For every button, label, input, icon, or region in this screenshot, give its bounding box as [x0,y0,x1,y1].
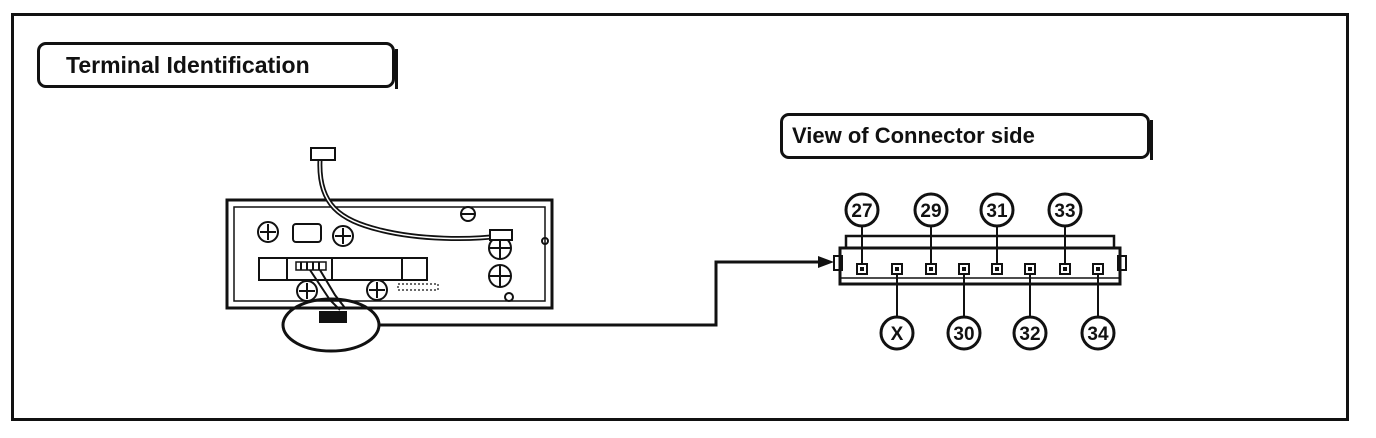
screw-icon [332,225,354,247]
connector-view-box: View of Connector side [780,113,1153,160]
connector-side-view [833,226,1127,316]
title-box: Terminal Identification [37,42,398,89]
pin-callout: 33 [1047,192,1083,228]
pin-label: 27 [851,201,872,222]
cable-plug [310,147,336,161]
connector-latch-left [833,255,843,271]
leader-arrow [379,256,834,327]
pin-label: 30 [953,324,974,345]
pin-label: 29 [920,201,941,222]
title-box-shadow [395,49,398,89]
diagram-frame [11,13,1349,421]
pin-label: X [891,324,904,345]
panel-outline [225,198,554,310]
slot-strip [258,257,428,281]
screw-icon [460,206,476,222]
cable-socket [489,229,513,241]
pin-callout: 31 [979,192,1015,228]
pin-label: 34 [1087,324,1109,345]
screw-icon [366,279,388,301]
connector-view-label: View of Connector side [792,123,1035,148]
connector-body [838,246,1122,286]
pin-callout: 34 [1080,315,1116,351]
pin-callout: 32 [1012,315,1048,351]
pin-label: 31 [986,201,1008,222]
screw-icon [257,221,279,243]
connector-plug [319,311,347,323]
panel-inner [233,206,546,302]
unit-panel [225,147,554,353]
connector-view-box-shadow [1150,120,1153,160]
pin-callout: 30 [946,315,982,351]
connector-latch-right [1117,255,1127,271]
pin-callout: 29 [913,192,949,228]
screw-icon [296,280,318,302]
pin-contacts [856,263,1104,275]
pin-labels-bottom: X 30 32 34 [879,315,1116,351]
screw-icon [488,264,512,288]
pin-callout: X [879,315,915,351]
pin-callout: 27 [844,192,880,228]
vent-strip [397,283,439,291]
screw-icon [504,292,514,302]
title-label: Terminal Identification [66,51,310,78]
screw-icon [541,237,549,245]
pin-label: 33 [1054,201,1075,222]
port-icon [292,223,322,243]
connector-top-rail [844,234,1116,250]
pin-labels-top: 27 29 31 33 [844,192,1083,228]
arrow-head-icon [818,256,834,268]
pin-label: 32 [1019,324,1040,345]
screw-icon [488,236,512,260]
